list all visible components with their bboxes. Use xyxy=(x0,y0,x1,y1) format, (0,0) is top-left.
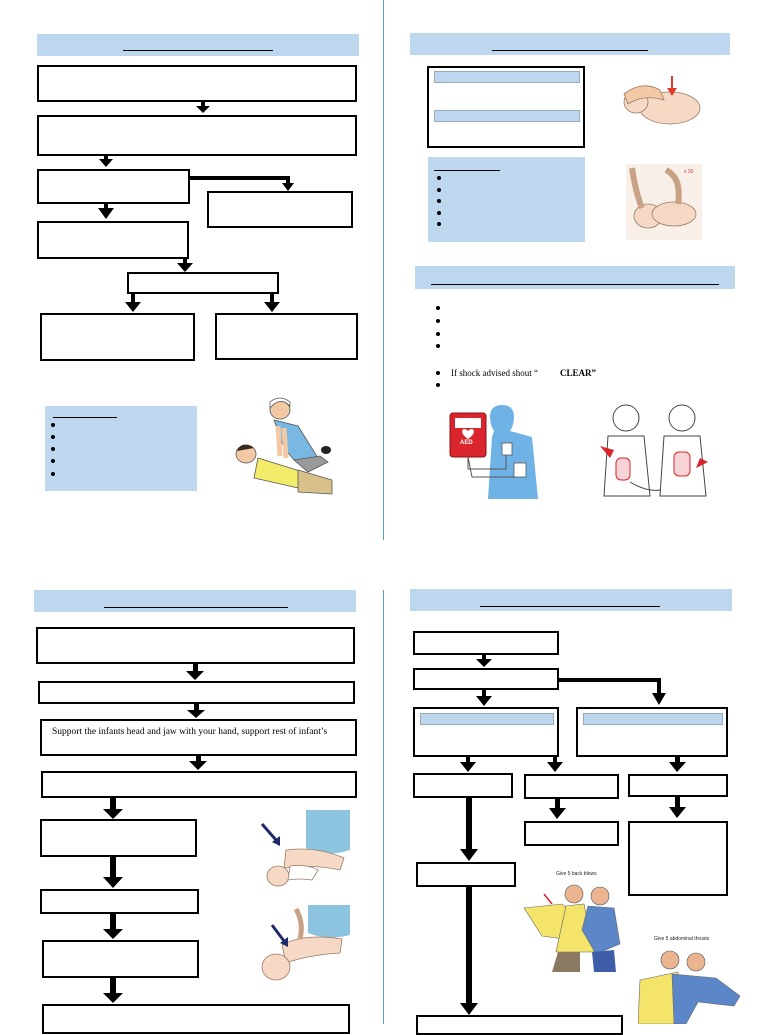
aed-header xyxy=(415,266,735,289)
aed-bullet-6 xyxy=(436,383,440,387)
flow-box-1 xyxy=(37,65,357,102)
infant-flow-box-5 xyxy=(40,889,199,914)
aed-bullet-3 xyxy=(436,332,440,336)
infant-flow-box-support: Support the infants head and jaw with yo… xyxy=(40,719,357,756)
flow-box-4 xyxy=(37,221,189,259)
choking-flow-box-right xyxy=(576,707,728,757)
clear-word: CLEAR xyxy=(559,368,592,378)
choking-flow-box-3c xyxy=(628,774,728,797)
abdominal-thrusts-caption: Give 5 abdominal thrusts xyxy=(654,936,710,942)
flow-box-2 xyxy=(37,115,357,156)
infant-support-text: Support the infants head and jaw with yo… xyxy=(52,727,328,737)
adult-cpr-illustration xyxy=(235,397,333,495)
choking-flow-box-4c xyxy=(628,821,728,896)
aed-bullet-4 xyxy=(436,344,440,348)
infant-notes-box xyxy=(428,157,585,242)
child-aed-pad-illustration xyxy=(600,404,708,497)
aed-bullet-5 xyxy=(436,371,440,375)
cpr-notes-box xyxy=(45,406,197,491)
infant-info-box xyxy=(427,66,585,148)
choking-flow-box-4b xyxy=(524,821,619,846)
choking-flow-box-1 xyxy=(413,631,559,655)
column-divider-bottom xyxy=(383,590,384,1024)
aed-bullet-1 xyxy=(436,306,440,310)
infant-back-blows-illustration xyxy=(260,810,350,887)
flow-box-decision xyxy=(127,272,279,294)
flow-box-3 xyxy=(37,169,190,204)
aed-clear-instruction: If shock advised shout “CLEAR” xyxy=(451,368,596,378)
abdominal-thrusts-illustration xyxy=(638,950,741,1024)
aed-device-illustration: AED xyxy=(449,405,538,499)
infant-flow-box-4 xyxy=(40,819,197,857)
back-blows-caption: Give 5 back blows xyxy=(556,871,597,877)
infant-cpr-header xyxy=(410,33,730,55)
choking-flow-box-3a xyxy=(413,773,513,798)
infant-compressions-illustration: x 30 xyxy=(626,164,702,240)
infant-choking-header xyxy=(34,590,356,612)
aed-bullet-2 xyxy=(436,319,440,323)
choking-flow-box-5a xyxy=(416,862,516,887)
choking-flow-box-2 xyxy=(413,668,559,690)
choking-flow-box-left xyxy=(413,707,559,757)
infant-flow-box-6 xyxy=(42,940,199,978)
back-blows-illustration xyxy=(523,884,621,972)
choking-flow-box-3b xyxy=(524,774,619,799)
infant-flow-box-2 xyxy=(38,681,355,704)
choking-header xyxy=(410,589,732,611)
infant-flow-box-3 xyxy=(41,771,357,798)
infant-breaths-illustration xyxy=(623,76,701,125)
infant-flow-box-1 xyxy=(36,627,355,664)
flow-box-result-left xyxy=(40,313,195,361)
flow-box-3-branch xyxy=(207,191,353,228)
infant-chest-thrusts-illustration xyxy=(261,905,350,981)
column-divider-top xyxy=(383,0,384,540)
svg-text:x 30: x 30 xyxy=(684,169,694,175)
adult-cpr-header xyxy=(37,34,359,56)
flow-box-result-right xyxy=(215,313,358,360)
svg-text:AED: AED xyxy=(460,440,473,446)
